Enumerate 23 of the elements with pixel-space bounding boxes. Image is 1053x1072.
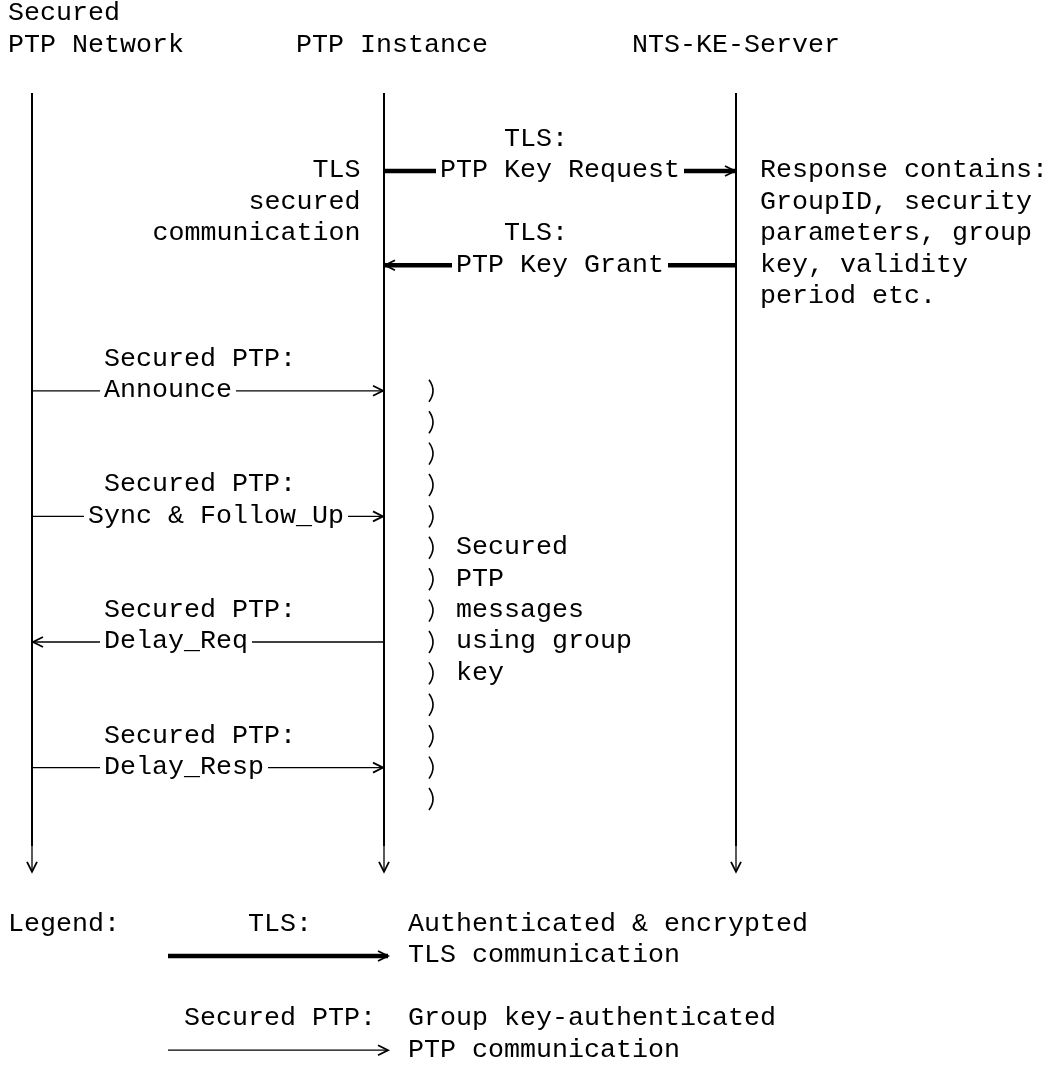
- arrow: [26, 845, 38, 873]
- note: Response contains: GroupID, security parameters, group key, validity period etc.: [760, 155, 1049, 313]
- lifeline: [383, 92, 385, 847]
- note: TLS secured communication: [152, 155, 361, 250]
- legend-text: Authenticated & encrypted TLS communication: [408, 908, 809, 972]
- lifeline: [31, 92, 33, 847]
- arrow-label: Secured PTP:: [184, 1003, 377, 1035]
- note: Secured PTP messages using group key: [456, 532, 633, 690]
- lifeline: [735, 92, 737, 847]
- arrow-label: TLS:: [248, 908, 313, 941]
- participant-label: PTP Instance: [296, 29, 489, 62]
- message-label: TLS:: [504, 123, 569, 156]
- message-label: Secured PTP:: [104, 469, 297, 501]
- message-label: Secured PTP:: [104, 343, 297, 376]
- message-label: Secured PTP:: [104, 594, 297, 627]
- legend-title: Legend:: [8, 908, 121, 941]
- message-label: Secured PTP:: [104, 720, 297, 752]
- arrow: [730, 845, 742, 873]
- arrow: [378, 845, 390, 873]
- participant-label: Secured PTP Network: [8, 0, 185, 62]
- participant-label: NTS-KE-Server: [632, 29, 841, 62]
- message-label: TLS:: [504, 218, 569, 250]
- legend-text: Group key-authenticated PTP communication: [408, 1003, 777, 1066]
